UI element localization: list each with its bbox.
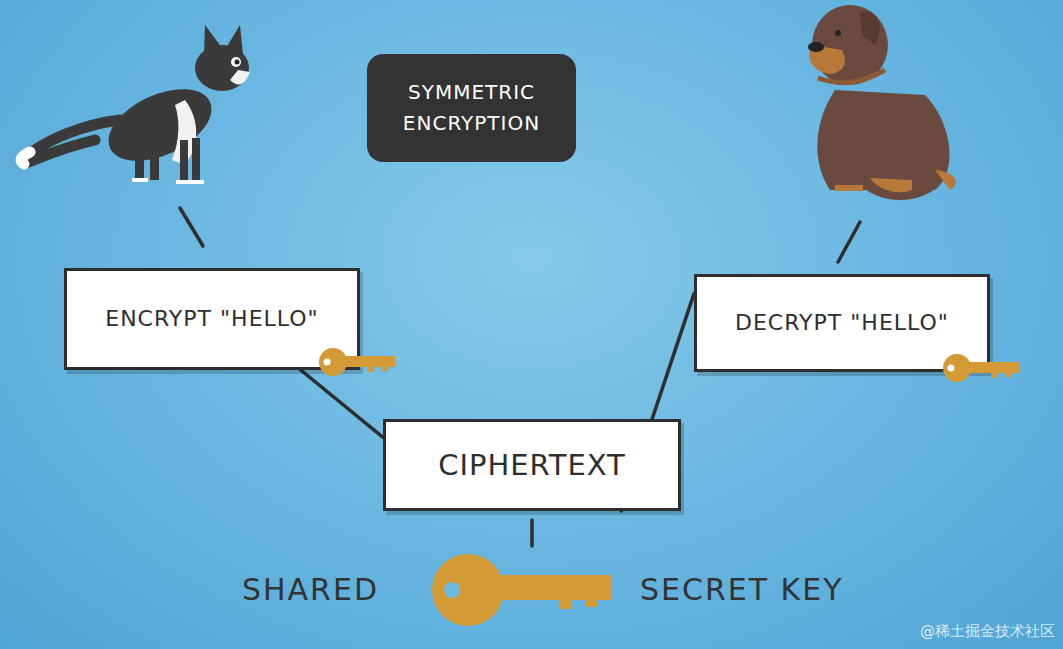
- leader-line: [838, 222, 860, 262]
- dog-figure: [808, 5, 956, 200]
- box-label: ENCRYPT "HELLO": [105, 302, 318, 336]
- process-box: DECRYPT "HELLO": [694, 274, 990, 372]
- title-box: SYMMETRIC ENCRYPTION: [367, 54, 576, 162]
- watermark: @稀土掘金技术社区: [920, 622, 1055, 641]
- process-box: CIPHERTEXT: [383, 419, 681, 511]
- shared-key: [432, 554, 612, 626]
- small-key: [319, 348, 395, 376]
- key-caption: SECRET KEY: [640, 572, 844, 607]
- cat-figure: [21, 25, 250, 182]
- key-caption: SHARED: [242, 572, 379, 607]
- title-text: SYMMETRIC ENCRYPTION: [389, 77, 554, 139]
- small-key: [943, 354, 1019, 382]
- leader-line: [530, 520, 534, 546]
- leader-line: [180, 208, 203, 246]
- box-label: DECRYPT "HELLO": [735, 306, 949, 340]
- connector-line: [301, 370, 383, 437]
- box-label: CIPHERTEXT: [438, 443, 626, 488]
- process-box: ENCRYPT "HELLO": [64, 268, 360, 370]
